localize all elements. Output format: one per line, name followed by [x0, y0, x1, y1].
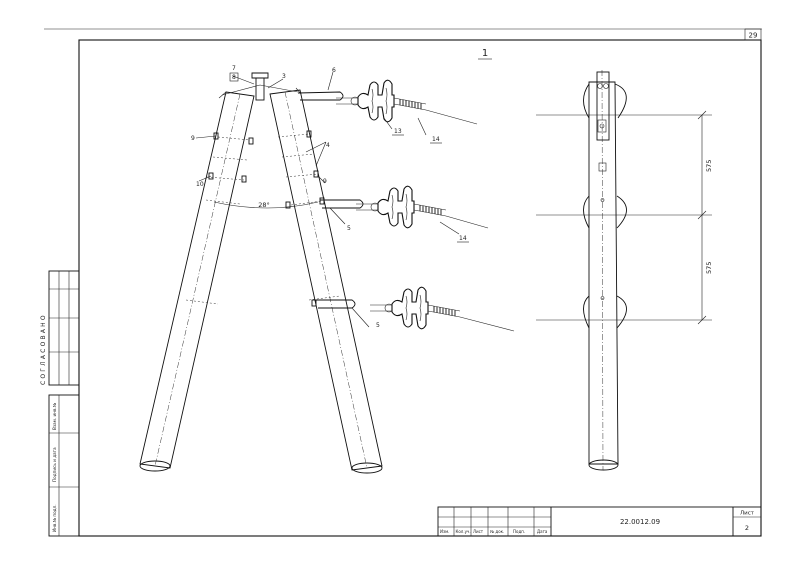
document-code: 22.0012.09: [620, 518, 660, 526]
title-header-2: Лист: [473, 529, 484, 534]
dimension-upper: 575: [705, 160, 713, 172]
insulator-top: [335, 79, 427, 123]
svg-text:1: 1: [482, 48, 488, 59]
sheet-label: Лист: [740, 511, 755, 517]
inv-replace-label: Взам. инв.№: [52, 402, 57, 430]
callout-6: 6: [332, 67, 336, 74]
view-number: 1: [478, 48, 492, 60]
right-leg: [269, 89, 383, 471]
title-header-5: Дата: [537, 529, 548, 534]
title-header-1: Кол.уч.: [456, 529, 471, 534]
callout-7: 7: [232, 65, 236, 72]
callout-5a: 5: [347, 225, 351, 232]
callout-9a: 9: [191, 135, 195, 142]
sign-date-label: Подпись и дата: [52, 447, 57, 482]
callout-14a: 14: [432, 136, 440, 143]
sheet-number: 2: [745, 524, 749, 532]
callout-3: 3: [282, 73, 286, 80]
approved-label: СОГЛАСОВАНО: [40, 313, 47, 385]
callout-4: 4: [326, 142, 330, 149]
title-header-3: № док.: [490, 529, 504, 534]
angle-label: 28°: [258, 201, 270, 209]
callout-9b: 9: [323, 178, 327, 185]
pole-side-view: 575 575: [536, 69, 713, 471]
inv-orig-label: Инв.№ подл.: [52, 504, 57, 532]
callout-10: 10: [196, 181, 204, 188]
callout-5b: 5: [376, 322, 380, 329]
title-header-0: Изм.: [440, 529, 449, 534]
callout-8: 8: [232, 74, 236, 81]
dimension-lower: 575: [705, 262, 713, 274]
pole-assembly-left-view: 28° 7 8 3 6 9 4 10 9 5: [139, 65, 515, 474]
insulator-bottom: [369, 286, 461, 330]
insulator-middle: [355, 185, 447, 229]
left-leg: [139, 91, 255, 469]
callout-13: 13: [394, 128, 402, 135]
title-block: Изм. Кол.уч. Лист № док. Подп. Дата 22.0…: [437, 506, 762, 537]
pole-body: [588, 81, 619, 465]
title-header-4: Подп.: [513, 529, 525, 534]
corner-sheet-number: 29: [749, 32, 758, 40]
left-strip: СОГЛАСОВАНО Взам. инв.№ Подпись и дата И…: [40, 270, 80, 537]
callout-14b: 14: [459, 235, 467, 242]
